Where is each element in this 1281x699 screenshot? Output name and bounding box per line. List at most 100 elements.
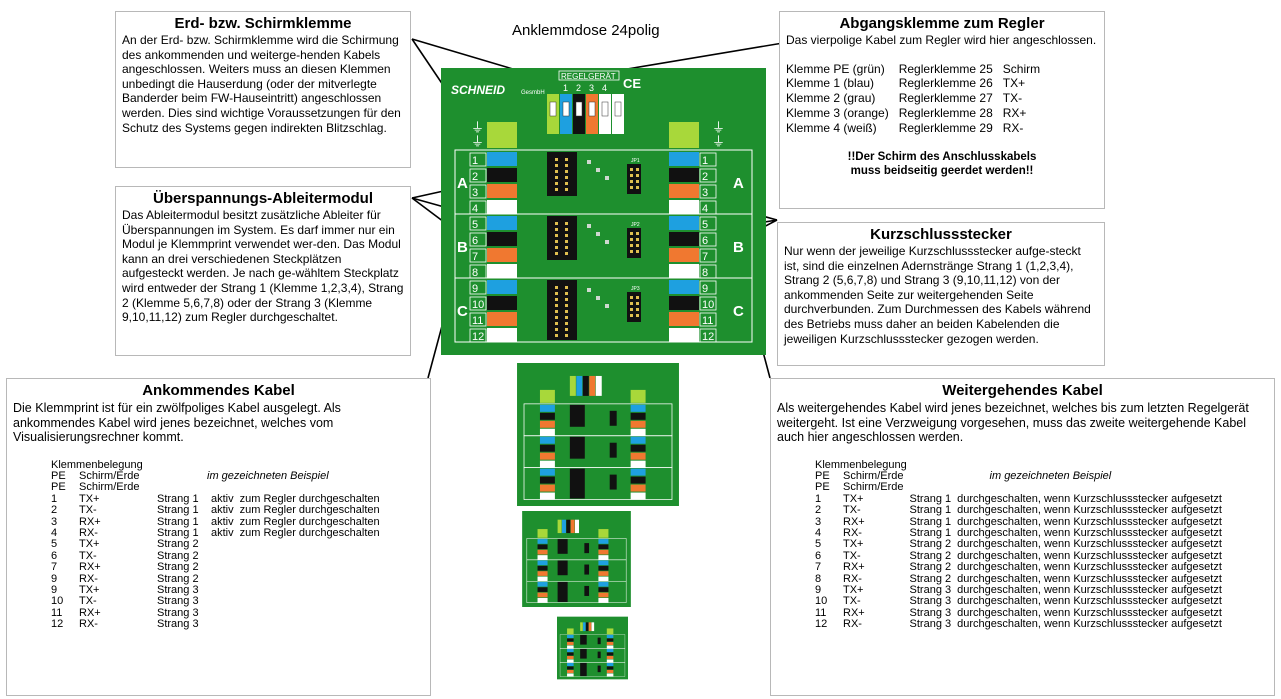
callout-surge-module: Überspannungs-Ableitermodul Das Ableiter…	[115, 186, 411, 356]
ground-symbol-left-1: ⏚	[471, 121, 484, 136]
jumper-label-jp1: JP1	[631, 158, 640, 164]
regler-terminal-block	[547, 94, 624, 134]
surge-module-text: Das Ableitermodul besitzt zusätzliche Ab…	[122, 208, 404, 325]
surge-slot-1	[547, 152, 577, 196]
table-row: PE Schirm/Erde im gezeichneten Beispiel	[51, 469, 386, 482]
terminal-12	[487, 328, 517, 342]
incoming-example-label: im gezeichneten Beispiel	[207, 469, 329, 482]
group-label-b-left: B	[457, 239, 468, 256]
terminal-9	[669, 280, 699, 294]
terminal-number: 3	[702, 187, 708, 199]
terminal-number: 9	[472, 283, 478, 295]
earth-terminal-text: An der Erd- bzw. Schirmklemme wird die S…	[122, 33, 401, 135]
terminal-number: 1	[702, 155, 708, 167]
terminal-2	[669, 168, 699, 182]
terminal-4	[669, 200, 699, 214]
terminal-number: 5	[702, 219, 708, 231]
regler-label: REGELGERÄT	[561, 72, 616, 81]
terminal-number: 6	[702, 235, 708, 247]
regler-pin-4: 4	[602, 83, 607, 93]
terminal-1	[487, 152, 517, 166]
terminal-board-main: SCHNEID GesmbH CE REGELGERÄT 1 2 3 4 ⏚ ⏚…	[441, 68, 766, 355]
outgoing-example-label: im gezeichneten Beispiel	[989, 469, 1112, 482]
surge-slot-2	[547, 216, 577, 260]
group-frame-c	[454, 277, 753, 343]
outgoing-belegung-label: Klemmenbelegung	[815, 458, 907, 471]
group-label-c-right: C	[733, 303, 744, 320]
terminal-number: 10	[702, 299, 714, 311]
terminal-10	[669, 296, 699, 310]
callout-output-terminal: Abgangsklemme zum Regler Das vierpolige …	[779, 11, 1105, 209]
terminal-4	[487, 200, 517, 214]
group-label-a-left: A	[457, 175, 468, 192]
jumper-label-jp2: JP2	[631, 222, 640, 228]
short-circuit-heading: Kurzschlussstecker	[870, 226, 1012, 243]
terminal-2	[487, 168, 517, 182]
terminal-number: 7	[702, 251, 708, 263]
terminal-number: 11	[702, 315, 713, 327]
surge-module-slots	[547, 152, 577, 340]
terminal-number: 9	[702, 283, 708, 295]
terminal-11	[487, 312, 517, 326]
jumper-label-jp3: JP3	[631, 286, 640, 292]
shield-warning-line-1: !!Der Schirm des Anschlusskabels	[847, 150, 1037, 163]
terminal-number: 12	[702, 331, 714, 343]
terminal-5	[487, 216, 517, 230]
incoming-belegung-label: Klemmenbelegung	[51, 458, 143, 471]
incoming-pin-assignment: Klemmenbelegung PE Schirm/Erde im gezeic…	[51, 458, 424, 631]
short-circuit-text: Nur wenn der jeweilige Kurzschlussstecke…	[784, 244, 1091, 346]
terminal-board-copy-medium	[521, 511, 632, 607]
terminal-number: 11	[472, 315, 483, 327]
terminal-number: 8	[472, 267, 478, 279]
terminal-12	[669, 328, 699, 342]
ce-mark: CE	[623, 76, 641, 91]
left-pe-terminal	[487, 122, 517, 148]
surge-slot-3	[547, 280, 577, 340]
table-row: PE Schirm/Erde im gezeichneten Beispiel	[815, 469, 1228, 482]
terminal-8	[487, 264, 517, 278]
table-row: PE Schirm/Erde	[51, 481, 140, 494]
output-terminal-text: Das vierpolige Kabel zum Regler wird hie…	[786, 33, 1097, 47]
terminal-6	[487, 232, 517, 246]
shield-warning: !!Der Schirm des Anschlusskabels muss be…	[786, 150, 1098, 178]
shield-warning-line-2: muss beidseitig geerdet werden!!	[850, 164, 1034, 177]
ground-symbol-right-1: ⏚	[712, 121, 725, 136]
callout-incoming-cable: Ankommendes Kabel Die Klemmprint ist für…	[6, 378, 431, 696]
group-label-c-left: C	[457, 303, 468, 320]
terminal-number: 8	[702, 267, 708, 279]
regler-pin-2: 2	[576, 83, 581, 93]
ground-symbol-right-2: ⏚	[712, 135, 725, 150]
terminal-3	[669, 184, 699, 198]
terminal-number: 2	[702, 171, 708, 183]
terminal-1	[669, 152, 699, 166]
incoming-cable-text: Die Klemmprint ist für ein zwölfpoliges …	[13, 401, 341, 444]
terminal-11	[669, 312, 699, 326]
terminal-10	[487, 296, 517, 310]
table-row: PE Schirm/Erde	[815, 481, 904, 494]
incoming-cable-heading: Ankommendes Kabel	[142, 382, 295, 399]
terminal-7	[669, 248, 699, 262]
ground-symbol-left-2: ⏚	[471, 135, 484, 150]
right-pe-terminal	[669, 122, 699, 148]
terminal-9	[487, 280, 517, 294]
terminal-number: 1	[472, 155, 478, 167]
